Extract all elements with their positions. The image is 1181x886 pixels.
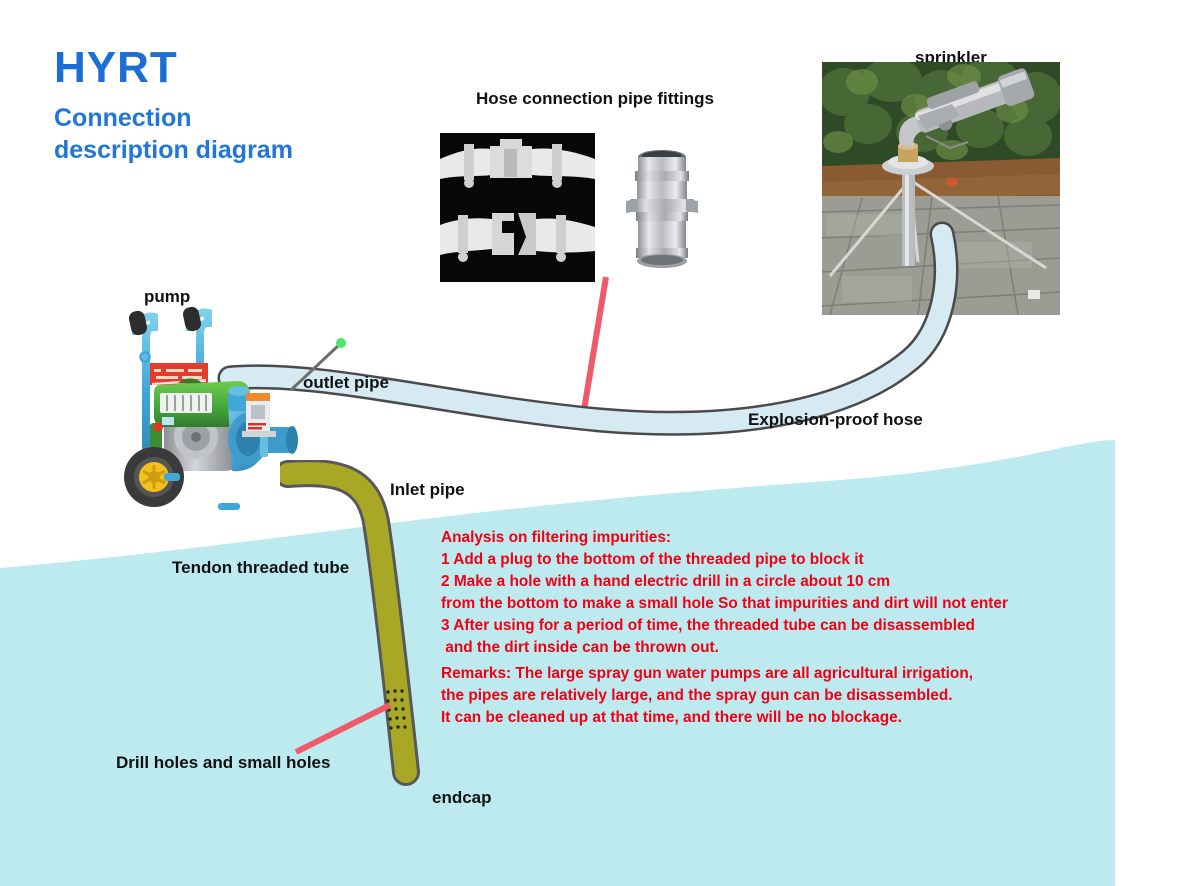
quick-coupler-photo bbox=[622, 143, 702, 273]
tendon-threaded-tube-label: Tendon threaded tube bbox=[172, 558, 350, 577]
hose-couplings-illustration bbox=[440, 133, 595, 282]
hose-fittings-label: Hose connection pipe fittings bbox=[476, 89, 715, 108]
sprinkler-illustration bbox=[822, 62, 1060, 315]
drill-holes-pointer bbox=[294, 702, 392, 755]
pump-photo bbox=[120, 305, 310, 535]
drill-holes-label: Drill holes and small holes bbox=[116, 753, 331, 772]
analysis-note: Analysis on filtering impurities: 1 Add … bbox=[441, 529, 1008, 657]
inlet-pipe-label: Inlet pipe bbox=[390, 480, 465, 499]
outlet-pipe-pointer bbox=[289, 338, 346, 392]
water-body bbox=[0, 440, 1181, 886]
remarks-note: Remarks: The large spray gun water pumps… bbox=[441, 665, 973, 727]
explosion-proof-hose-label: Explosion-proof hose bbox=[748, 410, 923, 429]
page-subtitle-line2: description diagram bbox=[54, 136, 293, 164]
tendon-threaded-tube bbox=[280, 460, 420, 786]
water-shape bbox=[0, 440, 1115, 886]
outlet-pipe-label: outlet pipe bbox=[303, 373, 389, 392]
page-subtitle-line1: Connection bbox=[54, 104, 192, 132]
hose-couplings-photo bbox=[440, 133, 595, 282]
pump-illustration bbox=[124, 306, 298, 510]
pump-label: pump bbox=[144, 287, 191, 306]
drill-holes-group bbox=[386, 689, 407, 730]
fittings-pointer-line bbox=[579, 276, 609, 423]
quick-coupler-illustration bbox=[626, 150, 698, 268]
endcap-label: endcap bbox=[432, 788, 492, 807]
page-title: HYRT bbox=[54, 43, 178, 92]
explosion-proof-hose bbox=[217, 221, 959, 436]
sprinkler-photo bbox=[822, 62, 1060, 315]
page-subtitle: Connection description diagram bbox=[54, 102, 293, 166]
